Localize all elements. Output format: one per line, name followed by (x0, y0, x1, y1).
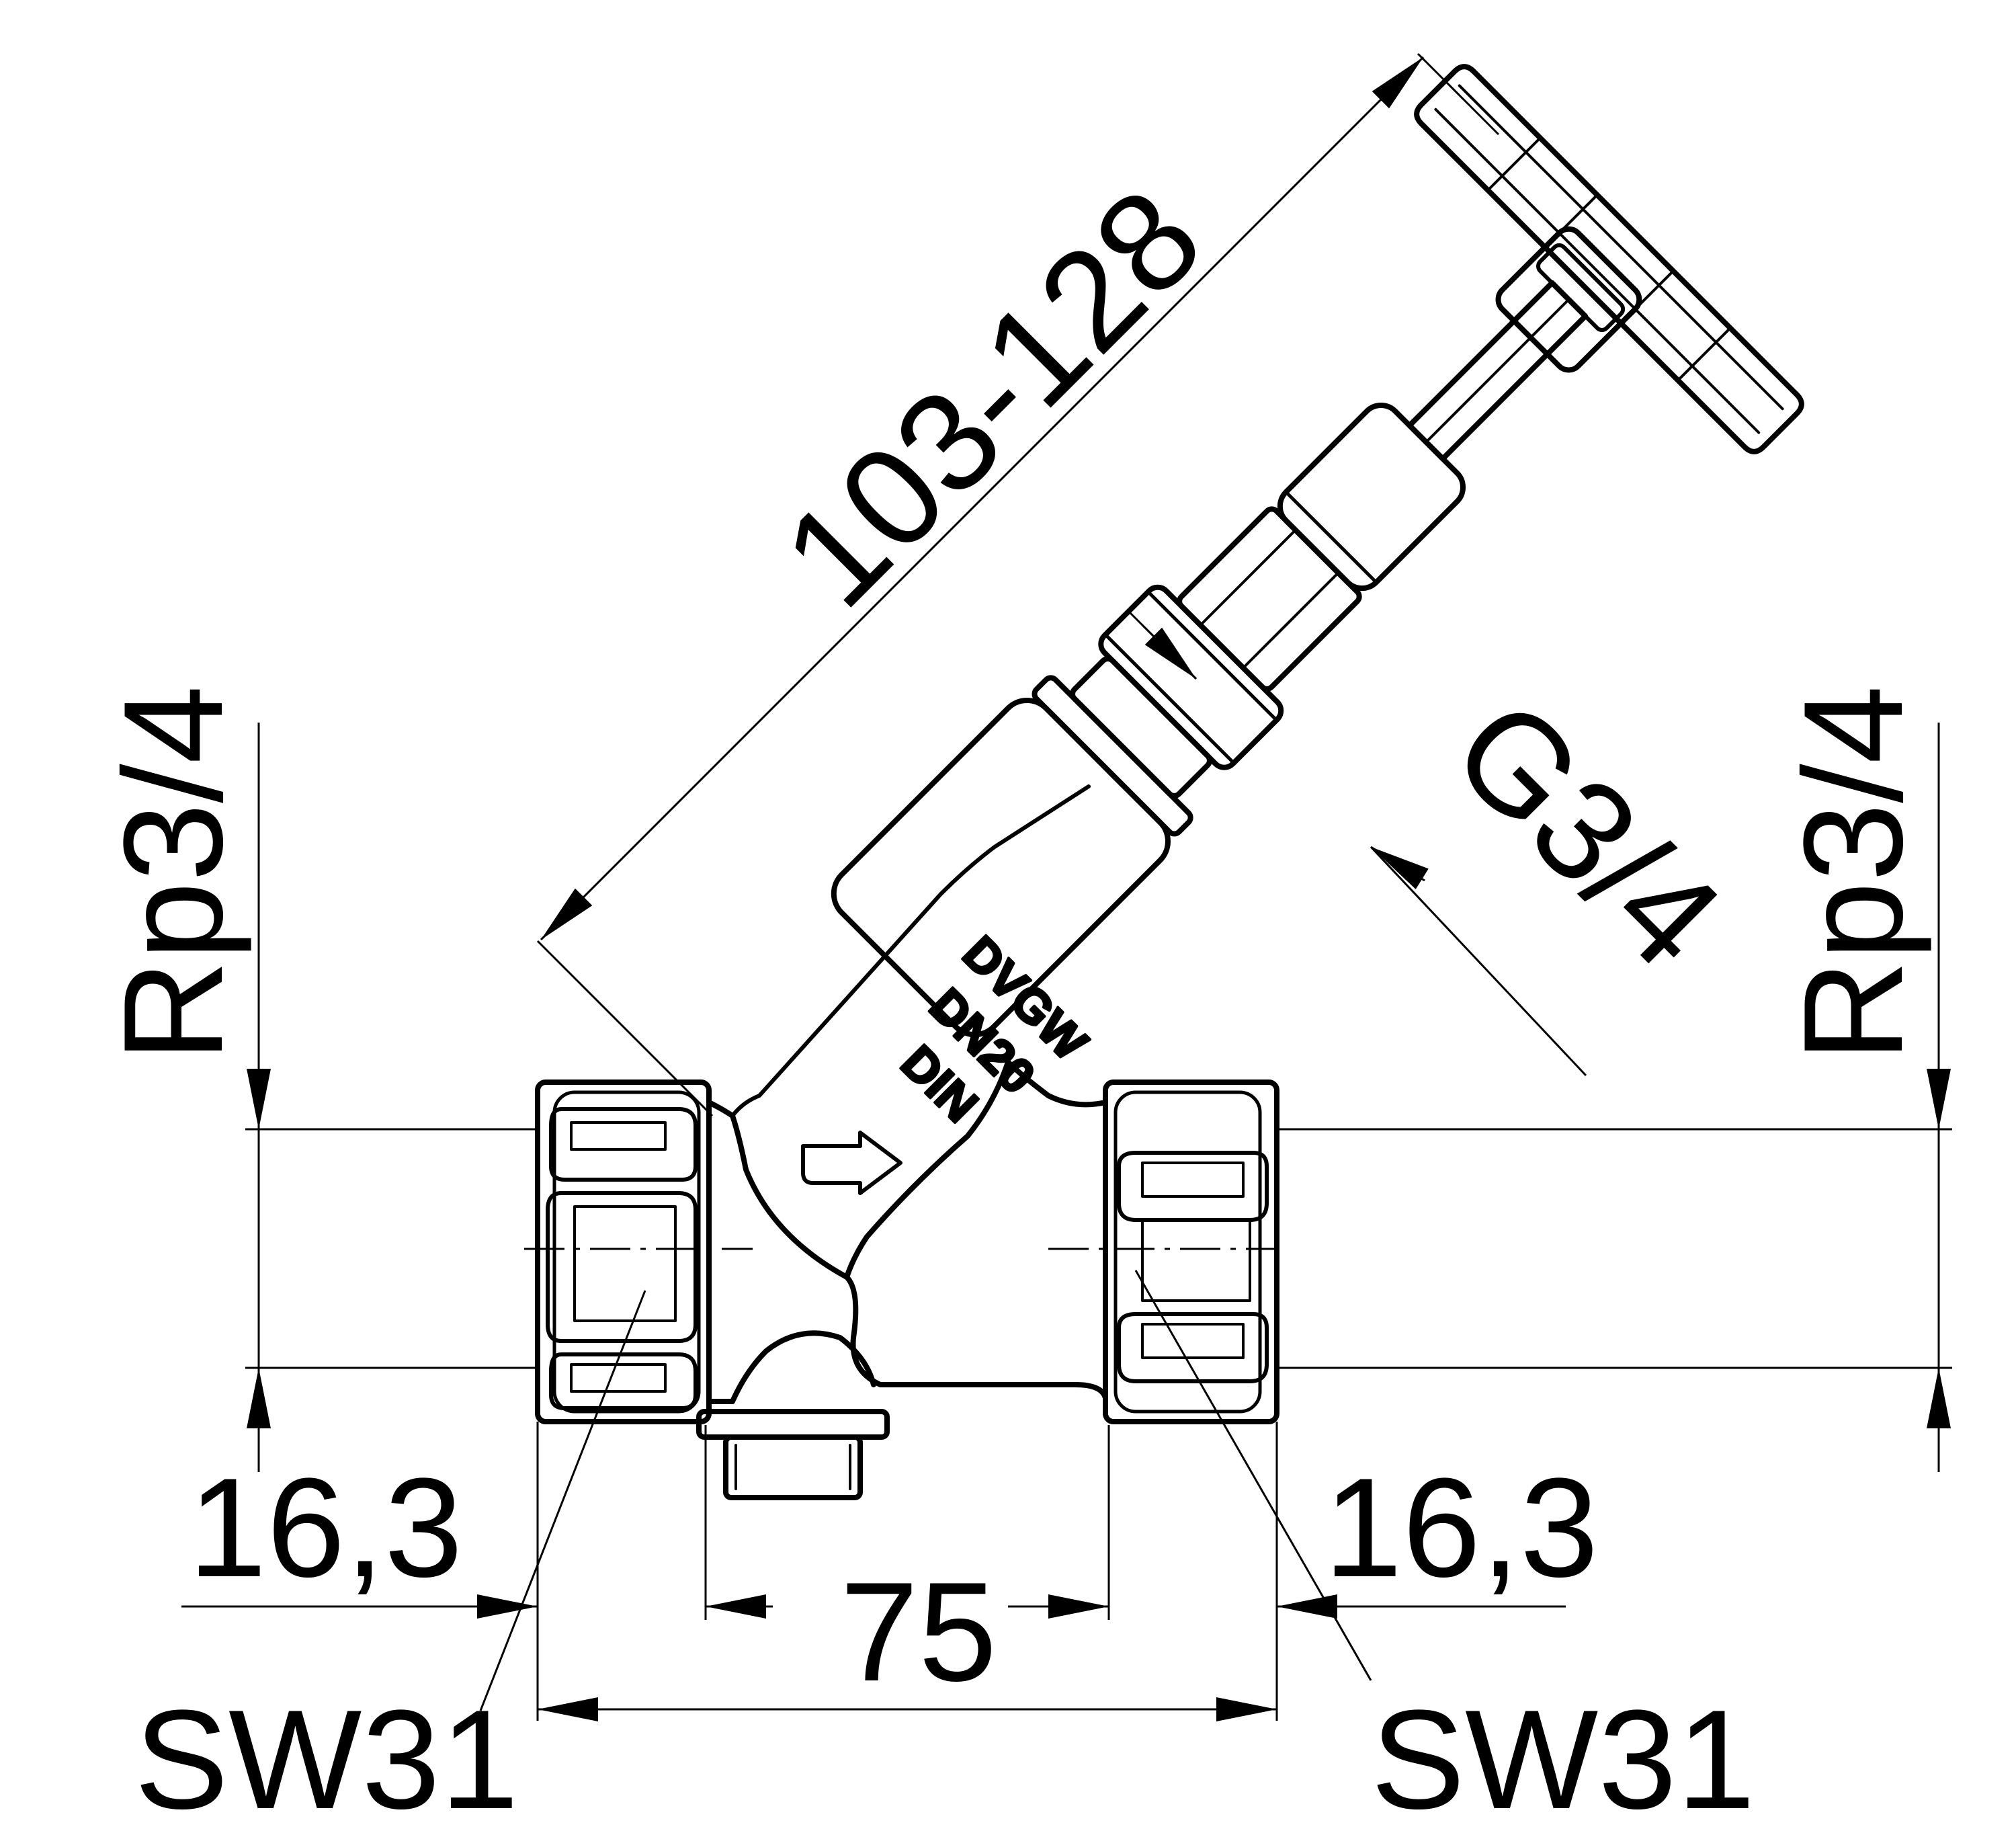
left-thread-label: Rp3/4 (94, 686, 252, 1062)
right-hex-end (1103, 1080, 1279, 1424)
right-wrench-size-label: SW31 (1371, 1680, 1755, 1833)
dimension-lines (181, 52, 1952, 1721)
bonnet-thread-label: G3/4 (1423, 669, 1751, 997)
flow-direction-arrow-icon (801, 1131, 902, 1195)
right-thread-depth-label: 16,3 (1324, 1449, 1599, 1606)
left-hex-end (535, 1080, 712, 1424)
diagonal-length-label: 103-128 (753, 159, 1231, 637)
left-thread-depth-label: 16,3 (188, 1449, 463, 1606)
right-thread-label: Rp3/4 (1774, 686, 1932, 1062)
valve-body (706, 1059, 1108, 1404)
overall-length-label: 75 (840, 1553, 997, 1711)
left-wrench-size-label: SW31 (134, 1680, 519, 1833)
drain-plug (696, 1409, 890, 1500)
